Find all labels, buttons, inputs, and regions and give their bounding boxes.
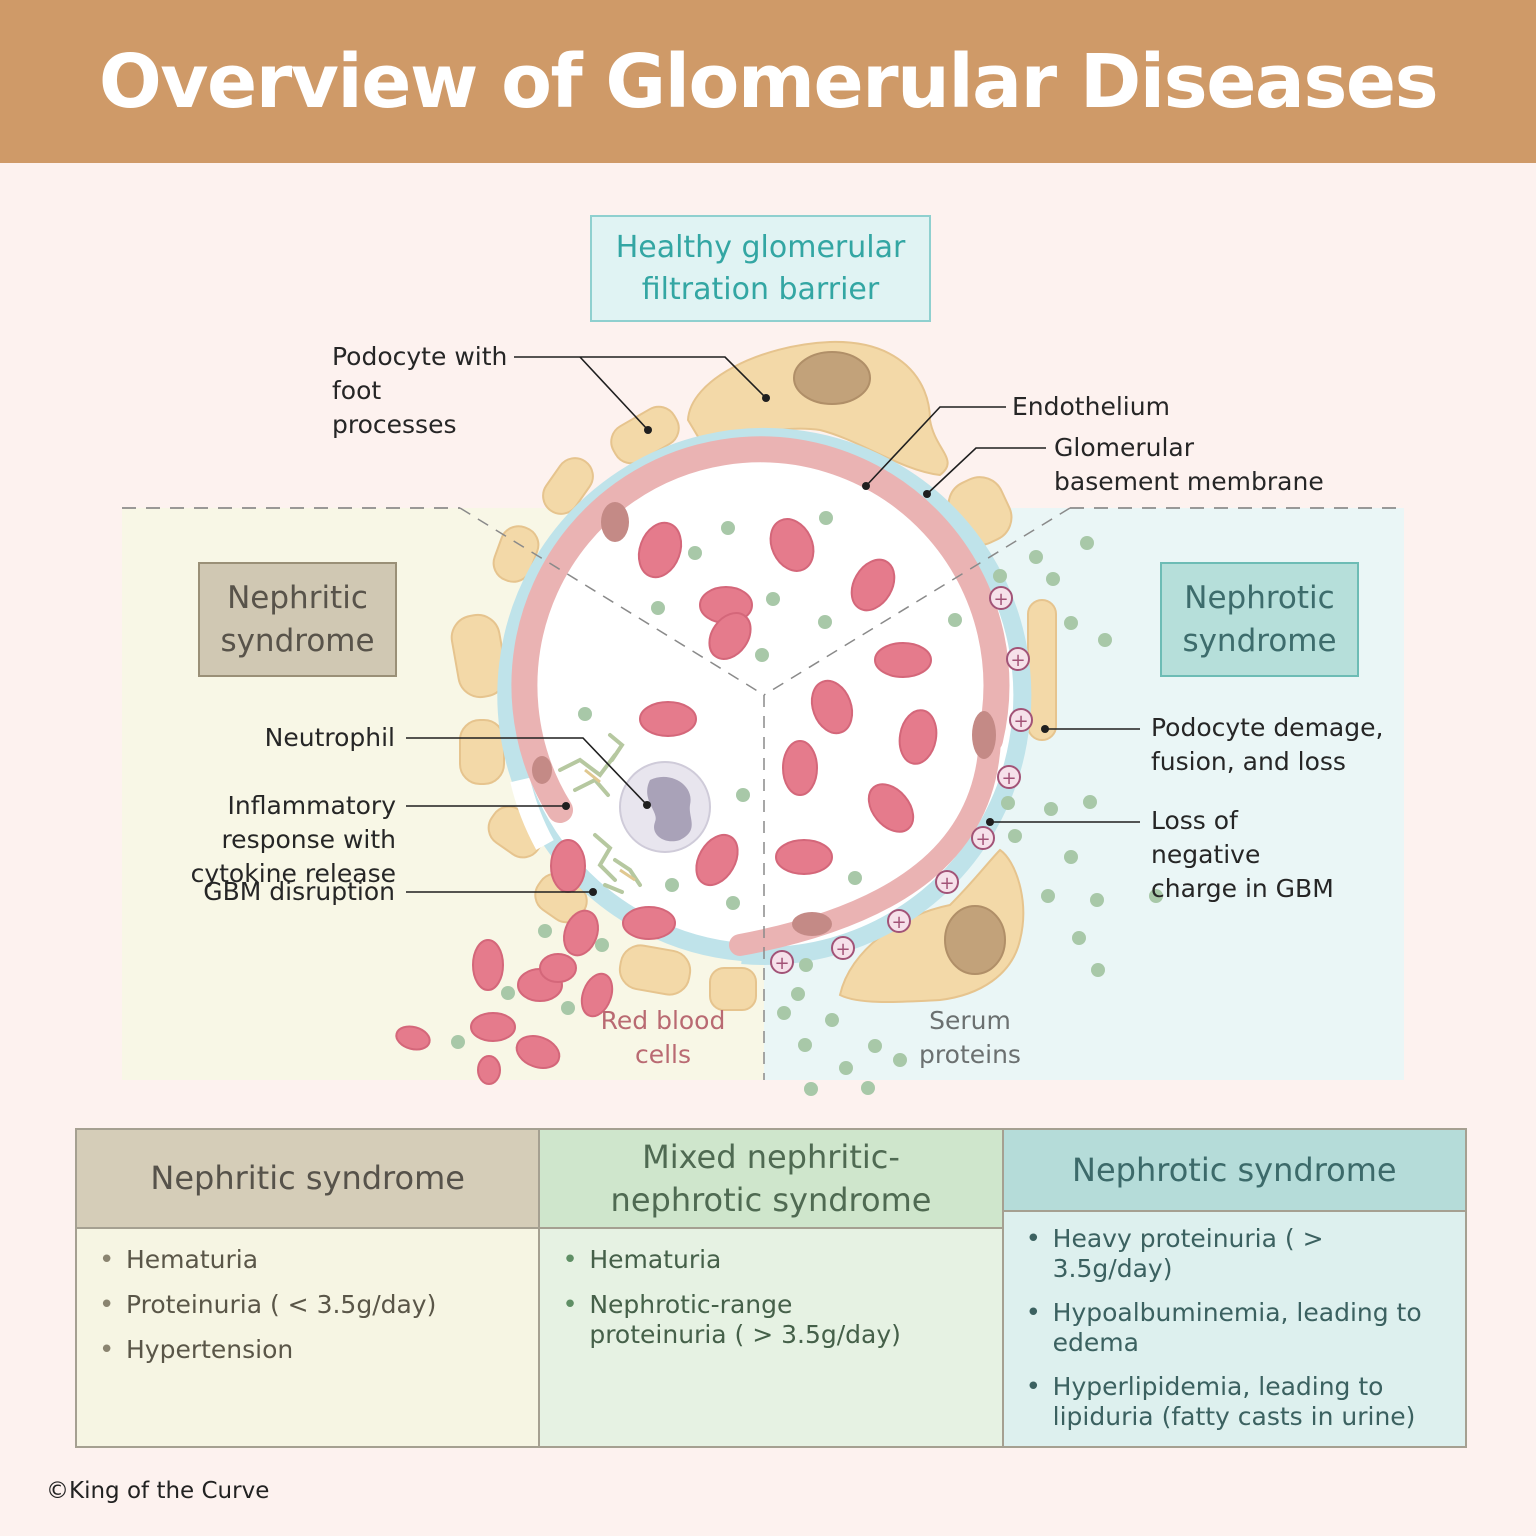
foot-process xyxy=(618,944,692,996)
table-column-mixed: Mixed nephritic-nephrotic syndrome Hemat… xyxy=(538,1130,1002,1446)
sector-dividers xyxy=(459,507,1071,1080)
gbm-disrupted xyxy=(510,777,554,850)
list-item: Hyperlipidemia, leading to lipiduria (fa… xyxy=(1022,1372,1447,1432)
list-item: Heavy proteinuria ( > 3.5g/day) xyxy=(1022,1224,1447,1284)
gbm-ring-lower xyxy=(741,740,1027,965)
escaped-red-blood-cells xyxy=(395,939,614,1085)
red-blood-cells xyxy=(550,518,938,957)
nephritic-syndrome-label: Nephritic syndrome xyxy=(220,579,375,659)
podocytes xyxy=(450,340,1057,1011)
table-column-nephrotic: Nephrotic syndrome Heavy proteinuria ( >… xyxy=(1001,1130,1465,1446)
nephritic-syndrome-box: Nephritic syndrome xyxy=(198,562,397,677)
svg-text:+: + xyxy=(835,939,850,960)
charge-marker: + xyxy=(887,909,911,933)
label-gbm-disruption: GBM disruption xyxy=(203,877,395,906)
foot-process xyxy=(709,967,757,1011)
label-endothelium: Endothelium xyxy=(1012,392,1170,421)
list-item: Hypoalbuminemia, leading to edema xyxy=(1022,1298,1447,1358)
svg-text:+: + xyxy=(1010,650,1025,671)
column-body: Heavy proteinuria ( > 3.5g/day) Hypoalbu… xyxy=(1003,1212,1465,1446)
charge-marker: + xyxy=(1009,708,1033,732)
charge-marker: + xyxy=(935,870,959,894)
endothelium-ring xyxy=(511,436,1010,823)
list-item: Nephrotic-range proteinuria ( > 3.5g/day… xyxy=(558,1290,983,1350)
healthy-barrier-label: Healthy glomerular filtration barrier xyxy=(615,229,906,307)
label-gbm: Glomerular basement membrane xyxy=(1054,433,1324,496)
column-header: Nephrotic syndrome xyxy=(1003,1130,1465,1212)
charge-markers: + + + + + + + + + xyxy=(770,586,1033,974)
label-serum-proteins: Serum proteins xyxy=(919,1006,1021,1069)
podocyte-nucleus-bottom xyxy=(944,905,1006,975)
serum-proteins xyxy=(451,511,1163,1096)
charge-marker: + xyxy=(971,826,995,850)
list-item: Hypertension xyxy=(95,1335,520,1365)
column-body: Hematuria Nephrotic-range proteinuria ( … xyxy=(540,1229,1002,1446)
svg-text:+: + xyxy=(1013,711,1028,732)
title-banner: Overview of Glomerular Diseases xyxy=(0,0,1536,163)
table-column-nephritic: Nephritic syndrome Hematuria Proteinuria… xyxy=(77,1130,539,1446)
endothelial-nucleus xyxy=(532,756,552,784)
copyright: ©King of the Curve xyxy=(46,1478,270,1504)
charge-marker: + xyxy=(989,586,1013,610)
foot-process xyxy=(459,719,505,785)
svg-text:+: + xyxy=(1001,768,1016,789)
page-title: Overview of Glomerular Diseases xyxy=(98,38,1439,125)
label-red-blood-cells: Red blood cells xyxy=(600,1006,726,1069)
charge-marker: + xyxy=(770,950,794,974)
list-item: Hematuria xyxy=(558,1245,983,1275)
label-neutrophil: Neutrophil xyxy=(264,723,395,752)
charge-marker: + xyxy=(997,765,1021,789)
label-podocyte: Podocyte with foot processes xyxy=(332,342,508,439)
charge-marker: + xyxy=(1006,647,1030,671)
svg-text:+: + xyxy=(939,873,954,894)
charge-marker: + xyxy=(831,936,855,960)
podocyte-top xyxy=(686,340,949,477)
cytokines xyxy=(558,733,642,894)
column-header: Mixed nephritic-nephrotic syndrome xyxy=(540,1130,1002,1229)
foot-process xyxy=(542,457,594,515)
svg-text:+: + xyxy=(993,589,1008,610)
podocyte-nucleus-top xyxy=(793,351,871,405)
neutrophil-nucleus xyxy=(647,776,692,842)
leader-dots xyxy=(562,394,1049,896)
cytokines-gold xyxy=(584,768,636,882)
svg-text:+: + xyxy=(774,953,789,974)
nephrotic-syndrome-box: Nephrotic syndrome xyxy=(1160,562,1359,677)
svg-text:+: + xyxy=(975,829,990,850)
leader-lines xyxy=(406,356,1140,893)
column-header-text: Mixed nephritic-nephrotic syndrome xyxy=(610,1137,932,1219)
endothelial-nucleus xyxy=(601,502,629,542)
comparison-table: Nephritic syndrome Hematuria Proteinuria… xyxy=(75,1128,1467,1448)
label-podocyte-damage: Podocyte demage, fusion, and loss xyxy=(1151,713,1384,776)
nephrotic-syndrome-label: Nephrotic syndrome xyxy=(1182,579,1337,659)
list-item: Proteinuria ( < 3.5g/day) xyxy=(95,1290,520,1320)
column-body: Hematuria Proteinuria ( < 3.5g/day) Hype… xyxy=(77,1229,539,1446)
list-item: Hematuria xyxy=(95,1245,520,1275)
column-header: Nephritic syndrome xyxy=(77,1130,539,1229)
endothelial-nucleus xyxy=(792,912,832,936)
label-charge-loss: Loss of negative charge in GBM xyxy=(1151,806,1334,903)
endothelial-nucleus xyxy=(972,711,996,759)
healthy-barrier-box: Healthy glomerular filtration barrier xyxy=(590,215,931,322)
label-inflammatory: Inflammatory response with cytokine rele… xyxy=(190,791,396,888)
svg-text:+: + xyxy=(891,912,906,933)
